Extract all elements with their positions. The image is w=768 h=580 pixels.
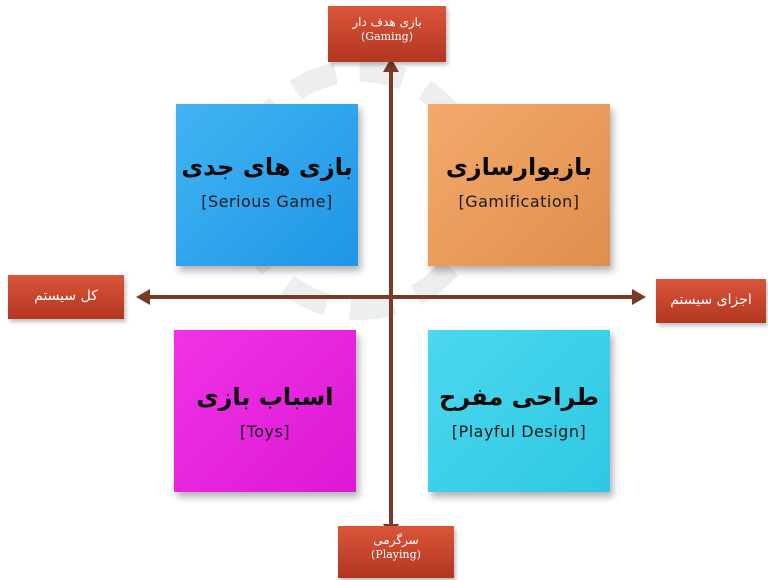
- quadrant-toys: اسباب بازی [Toys]: [174, 330, 356, 492]
- axis-label-top-en: (Gaming): [360, 30, 413, 43]
- axis-label-right: اجزای سیستم: [656, 279, 766, 323]
- axis-label-left-fa: کل سیستم: [34, 288, 98, 304]
- quadrant-serious-game: بازی های جدی [Serious Game]: [176, 104, 358, 266]
- axis-label-bottom-fa: سرگرمی: [373, 533, 419, 547]
- axis-label-left: کل سیستم: [8, 275, 124, 319]
- axis-label-bottom-en: (Playing): [371, 548, 421, 561]
- quadrant-playful-design-en: [Playful Design]: [451, 422, 587, 441]
- vertical-axis: [389, 68, 393, 528]
- quadrant-gamification-fa: بازیوارسازی: [445, 153, 593, 181]
- quadrant-toys-fa: اسباب بازی: [196, 383, 334, 411]
- axis-label-top-fa: بازی هدف دار: [352, 15, 422, 29]
- arrow-right-icon: [632, 289, 646, 305]
- quadrant-serious-game-fa: بازی های جدی: [181, 153, 353, 181]
- quadrant-serious-game-en: [Serious Game]: [201, 192, 333, 211]
- quadrant-gamification-en: [Gamification]: [458, 192, 580, 211]
- axis-label-top: بازی هدف دار (Gaming): [328, 6, 446, 62]
- quadrant-playful-design-fa: طراحی مفرح: [438, 383, 600, 411]
- axis-label-right-fa: اجزای سیستم: [670, 292, 752, 308]
- arrow-left-icon: [136, 289, 150, 305]
- quadrant-playful-design: طراحی مفرح [Playful Design]: [428, 330, 610, 492]
- quadrant-toys-en: [Toys]: [239, 422, 291, 441]
- quadrant-gamification: بازیوارسازی [Gamification]: [428, 104, 610, 266]
- axis-label-bottom: سرگرمی (Playing): [338, 526, 454, 578]
